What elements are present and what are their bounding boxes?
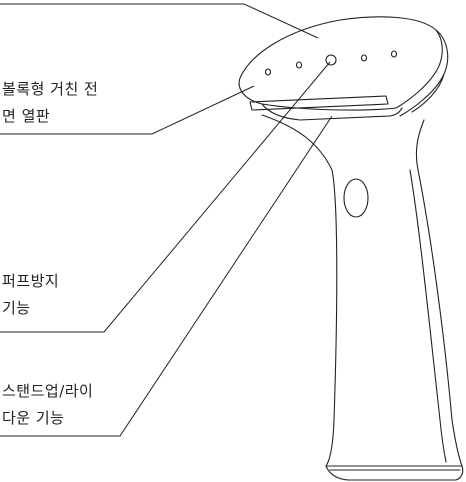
callout-label-standup: 스탠드업/라이 다운 기능 <box>2 378 93 432</box>
callout-line-2 <box>0 61 331 333</box>
callout-line-top <box>0 3 319 39</box>
callout-text-line: 면 열판 <box>2 107 51 125</box>
center-nozzle <box>325 54 337 66</box>
callout-text-line: 기능 <box>2 299 31 317</box>
callout-text-line: 다운 기능 <box>2 409 65 427</box>
steamer-head <box>238 16 443 111</box>
power-button <box>343 178 369 218</box>
callout-line-1 <box>0 85 255 135</box>
callout-text-line: 볼록형 거친 전 <box>2 80 99 98</box>
steamer-handle <box>261 114 463 467</box>
handle-base <box>325 465 464 481</box>
heating-plate <box>249 95 389 111</box>
handle-inner-edge <box>409 169 447 463</box>
callout-text-line: 스탠드업/라이 <box>2 382 94 400</box>
callout-text-line: 퍼프방지 <box>2 272 60 290</box>
callout-label-anti-puff: 퍼프방지 기능 <box>2 268 59 322</box>
callout-label-heating-plate: 볼록형 거친 전 면 열판 <box>2 76 98 130</box>
callout-line-3 <box>0 115 333 437</box>
